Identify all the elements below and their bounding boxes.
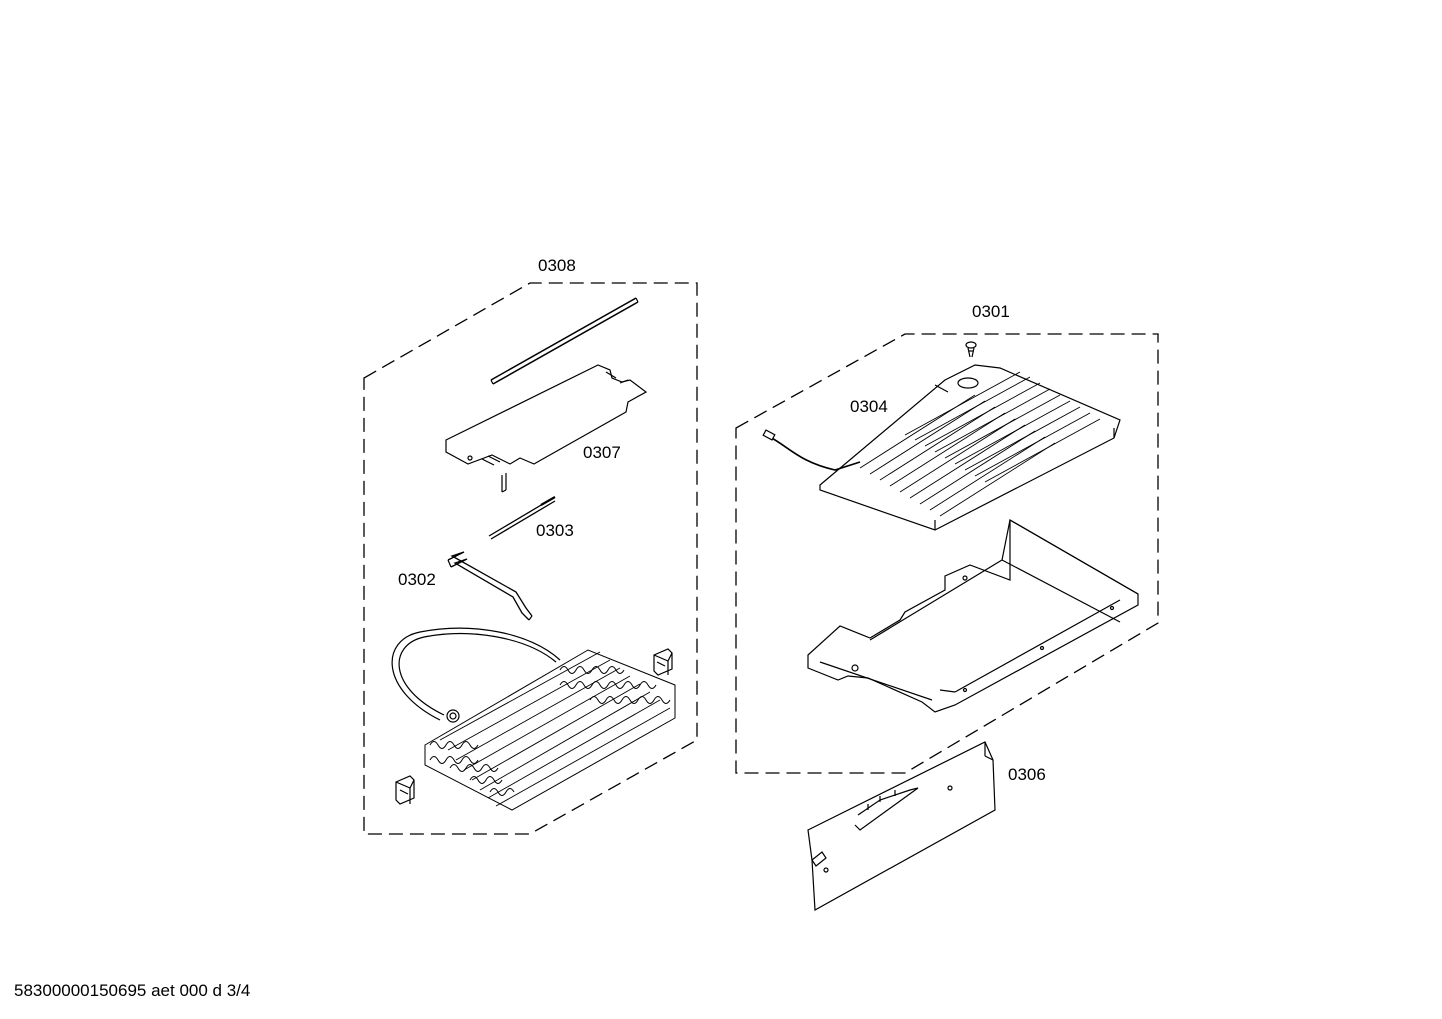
heater-coil [391, 627, 676, 811]
bent-tube-0302 [447, 551, 533, 621]
document-id: 58300000150695 aet 000 d 3/4 [14, 981, 251, 1000]
callout-0303: 0303 [536, 521, 574, 540]
evaporator-plate-0304 [762, 364, 1121, 531]
callout-0308: 0308 [538, 256, 576, 275]
plate-part-0307 [445, 364, 648, 493]
callout-0302: 0302 [398, 570, 436, 589]
callout-0304: 0304 [850, 397, 888, 416]
clip-right [653, 648, 673, 676]
group-boundary-0301 [735, 333, 1159, 774]
drain-tray [807, 518, 1139, 713]
sensor-rod-0303 [488, 496, 556, 540]
group-boundary-0308 [363, 282, 698, 835]
callout-0306: 0306 [1008, 765, 1046, 784]
clip-left [395, 775, 415, 805]
callout-0301: 0301 [972, 302, 1010, 321]
screw-icon [965, 341, 977, 358]
rod-part-top [490, 297, 639, 385]
back-panel-0306 [807, 741, 996, 911]
callout-0307: 0307 [583, 443, 621, 462]
